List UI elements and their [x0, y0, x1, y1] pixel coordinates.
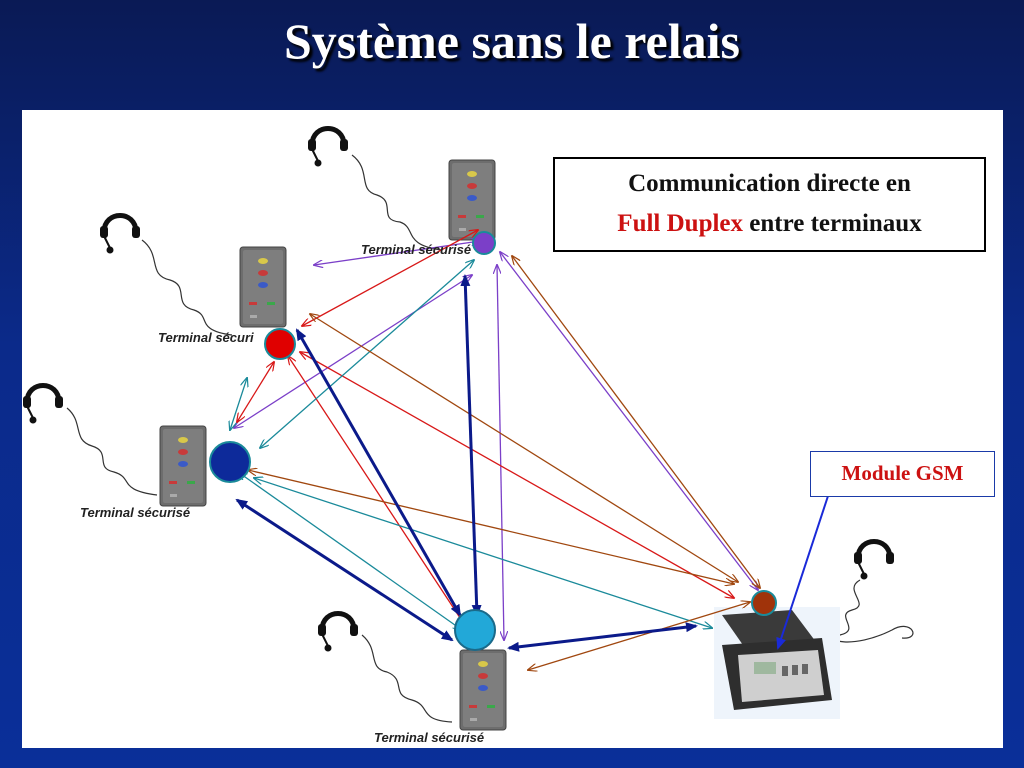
slide-title: Système sans le relais [284, 13, 740, 69]
headset-icon [308, 129, 443, 251]
node-gsm [751, 590, 777, 616]
link-brown [512, 256, 760, 588]
link-purple [500, 252, 758, 590]
callout-line-2-rest: entre terminaux [743, 210, 922, 237]
link-navy [507, 622, 698, 652]
navy-links [235, 274, 698, 652]
link-brown [310, 314, 738, 582]
node-bottom [454, 609, 496, 651]
link-teal [230, 378, 247, 430]
gsm-pointer-arrow [776, 495, 829, 650]
headset-icon [23, 386, 158, 496]
communication-callout: Communication directe en Full Duplex ent… [553, 157, 986, 252]
link-navy [235, 498, 454, 642]
link-teal [238, 472, 462, 630]
link-teal [254, 478, 712, 628]
link-purple [497, 265, 504, 640]
link-brown [248, 470, 734, 584]
full-duplex-highlight: Full Duplex [617, 210, 744, 237]
terminal-device-left [159, 425, 207, 507]
terminal-device-upper-left [239, 246, 287, 328]
callout-line-2: Full Duplex entre terminaux [555, 204, 984, 244]
link-navy [460, 274, 482, 617]
headset-icon [834, 542, 914, 643]
node-upper-left [264, 328, 296, 360]
terminal-label-top: Terminal sécurisé [361, 242, 472, 257]
terminal-label-bottom: Terminal sécurisé [374, 730, 485, 745]
gsm-suitcase-image [714, 607, 840, 719]
terminal-label-upper-left: Terminal sécuri [158, 330, 254, 345]
diagram-canvas: Terminal sécurisé Terminal sécuri Termin… [22, 110, 1003, 748]
terminal-device-bottom [459, 649, 507, 731]
red-links [237, 230, 734, 630]
gsm-module-label: Module GSM [810, 451, 995, 497]
link-navy [295, 328, 462, 617]
headset-icon [318, 614, 453, 723]
headset-icon [100, 216, 233, 336]
purple-links [234, 241, 758, 640]
callout-line-1: Communication directe en [628, 170, 911, 197]
terminal-label-left: Terminal sécurisé [80, 505, 191, 520]
node-left [209, 441, 251, 483]
network-diagram [22, 110, 914, 731]
node-top [472, 231, 496, 255]
terminal-device-top [448, 159, 496, 241]
link-red [288, 356, 468, 630]
